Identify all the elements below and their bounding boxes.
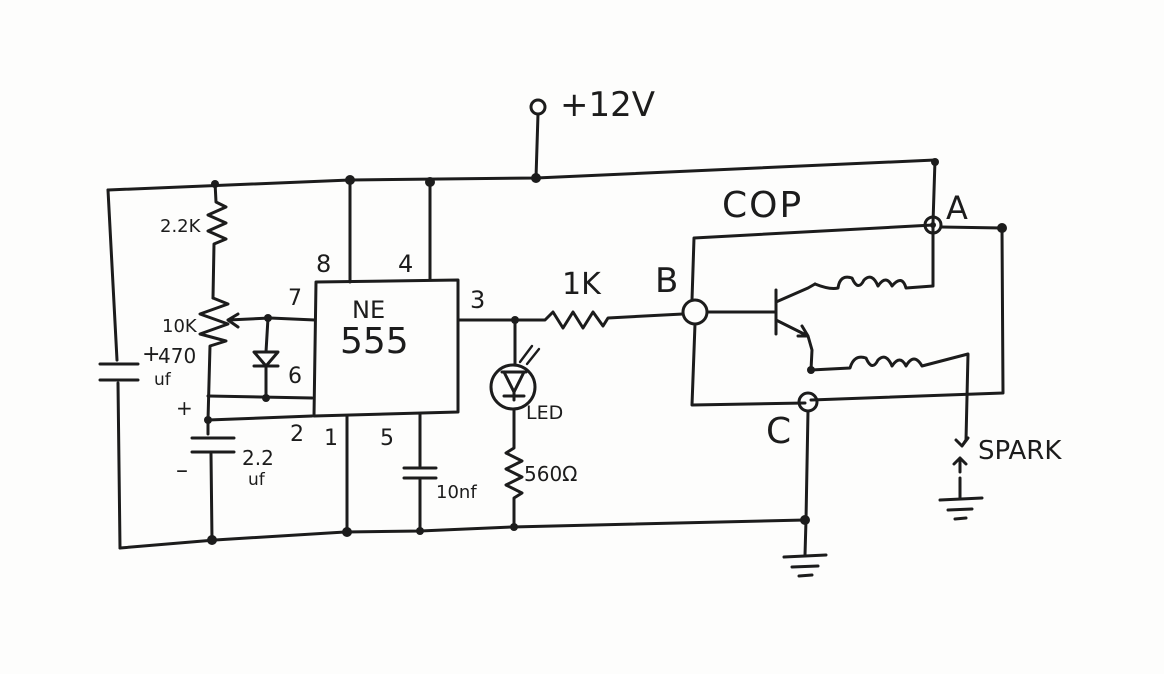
timing-cap xyxy=(190,418,236,542)
timing-cap-unit: uf xyxy=(248,470,265,490)
pin8-pin4-leads xyxy=(348,178,432,284)
bulk-cap-value: 470 xyxy=(158,344,197,368)
spark-ground-symbol xyxy=(938,476,984,521)
resistor-560-label: 560Ω xyxy=(524,462,578,486)
transistor-collector xyxy=(774,282,817,304)
terminal-a-circle xyxy=(923,215,943,235)
terminal-b-circle xyxy=(681,298,709,326)
pin-2-label: 2 xyxy=(290,422,304,447)
led-rays xyxy=(518,344,541,366)
primary-coil xyxy=(813,223,935,290)
potentiometer-10k xyxy=(198,296,230,422)
bottom-rail xyxy=(118,518,807,550)
timing-cap-value: 2.2 xyxy=(242,446,274,470)
supply-lead xyxy=(534,112,540,180)
led-symbol xyxy=(500,370,528,402)
resistor-2k2 xyxy=(206,180,228,300)
control-cap-label: 10nf xyxy=(436,482,477,503)
led-label: LED xyxy=(526,402,564,424)
pin-3-label: 3 xyxy=(470,286,486,314)
right-return-wire xyxy=(809,225,1005,402)
emitter-ground-lead xyxy=(803,409,810,557)
timing-cap-plus: + xyxy=(176,396,193,420)
pin-8-label: 8 xyxy=(316,250,332,278)
junction-dots xyxy=(204,158,1007,545)
bulk-cap-upper-lead xyxy=(106,188,119,362)
timing-cap-minus: – xyxy=(176,456,188,484)
pin-4-label: 4 xyxy=(398,250,414,278)
pin-6-label: 6 xyxy=(288,364,302,389)
ic-name: NE xyxy=(352,296,386,324)
resistor-560 xyxy=(504,408,524,529)
bulk-cap-lower-lead xyxy=(116,381,122,550)
bulk-cap-unit: uf xyxy=(154,370,171,390)
ic-number: 555 xyxy=(340,321,409,362)
pin6-pin2-lines xyxy=(206,394,314,422)
pot-10k-label: 10K xyxy=(162,316,197,337)
top-rail-drop-a xyxy=(931,158,937,225)
pin-7-label: 7 xyxy=(288,286,302,311)
spark-label: SPARK xyxy=(978,436,1062,466)
pin-1-label: 1 xyxy=(324,426,338,451)
resistor-1k-wire xyxy=(456,310,685,330)
bulk-cap-plates xyxy=(98,362,140,382)
diode xyxy=(252,316,280,400)
supply-label: +12V xyxy=(560,85,656,125)
terminal-b-label: B xyxy=(655,261,679,301)
ground-symbol xyxy=(782,553,828,578)
cop-outline xyxy=(690,223,935,407)
spark-gap xyxy=(952,436,970,474)
top-rail xyxy=(106,158,937,192)
resistor-2k2-label: 2.2K xyxy=(160,216,201,237)
pin-5-label: 5 xyxy=(380,426,394,451)
resistor-1k-label: 1K xyxy=(562,267,601,302)
supply-terminal xyxy=(529,98,547,116)
terminal-a-label: A xyxy=(946,189,968,227)
cop-label: COP xyxy=(722,185,804,226)
control-cap xyxy=(402,412,438,533)
ne555-box xyxy=(312,278,460,418)
terminal-c-label: C xyxy=(766,411,792,452)
pot-wiper xyxy=(226,312,317,329)
transistor-emitter xyxy=(774,318,814,372)
secondary-coil xyxy=(809,352,970,442)
bulk-cap-plus: + xyxy=(142,342,161,367)
